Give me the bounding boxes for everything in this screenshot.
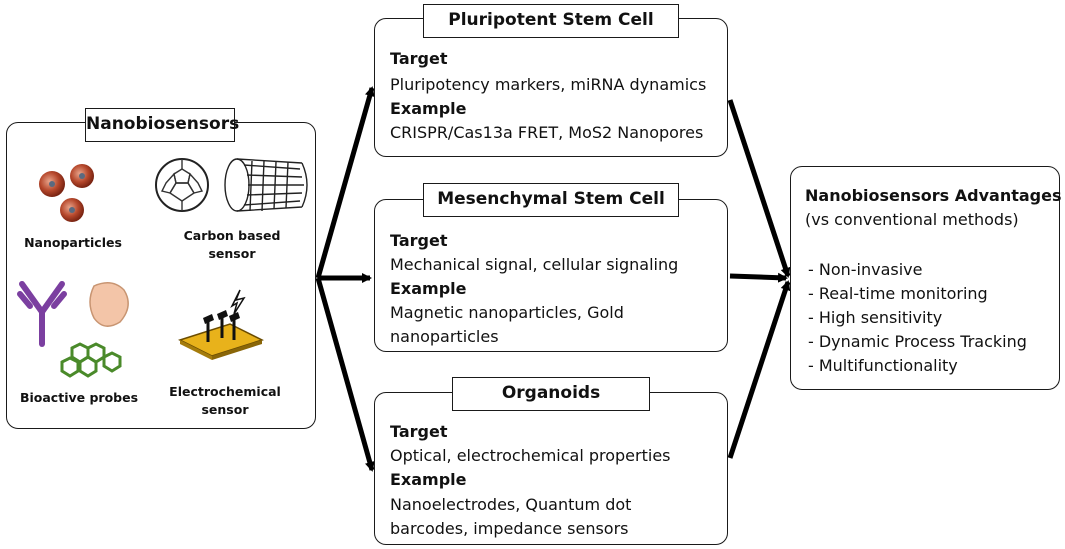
arrow-to-pluripotent	[315, 86, 375, 279]
mesenchymal-title: Mesenchymal Stem Cell	[423, 183, 679, 217]
advantage-item: - Non-invasive	[808, 260, 923, 279]
bioactive-probes-icon	[17, 281, 129, 378]
arrow-from-pluripotent	[727, 99, 791, 278]
organoids-example-line1: Nanoelectrodes, Quantum dot	[390, 495, 632, 514]
pluripotent-title: Pluripotent Stem Cell	[423, 4, 679, 38]
pluripotent-example-line1: CRISPR/Cas13a FRET, MoS2 Nanopores	[390, 123, 704, 142]
organoids-example-line2: barcodes, impedance sensors	[390, 519, 629, 538]
arrow-from-mesenchymal	[729, 272, 788, 283]
advantage-item: - Dynamic Process Tracking	[808, 332, 1027, 351]
electrochemical-sensor-icon	[178, 289, 264, 360]
electrochemical-sensor-label-line1: Electrochemical	[169, 384, 281, 399]
nanoparticles-label: Nanoparticles	[24, 235, 122, 250]
bioactive-probes-label: Bioactive probes	[19, 390, 139, 405]
advantages-box	[790, 166, 1060, 390]
mesenchymal-box	[374, 199, 728, 352]
carbon-sensor-label-line1: Carbon based	[183, 228, 281, 243]
advantages-title: Nanobiosensors Advantages	[805, 186, 1062, 205]
advantage-item: - High sensitivity	[808, 308, 943, 327]
advantage-item: - Multifunctionality	[808, 356, 958, 375]
carbon-sensor-label-line2: sensor	[208, 246, 256, 261]
mesenchymal-example-line2: nanoparticles	[390, 327, 499, 346]
pluripotent-example-label: Example	[390, 99, 467, 118]
mesenchymal-target: Mechanical signal, cellular signaling	[390, 255, 679, 274]
nanobiosensors-title: Nanobiosensors	[85, 108, 239, 142]
mesenchymal-example-line1: Magnetic nanoparticles, Gold	[390, 303, 624, 322]
nanoparticles-icon	[39, 164, 94, 222]
arrow-from-organoids	[727, 280, 791, 459]
mesenchymal-target-label: Target	[390, 231, 448, 250]
pluripotent-target: Pluripotency markers, miRNA dynamics	[390, 75, 707, 94]
electrochemical-sensor-label-line2: sensor	[201, 402, 249, 417]
organoids-target-label: Target	[390, 422, 448, 441]
advantage-item: - Real-time monitoring	[808, 284, 988, 303]
arrow-to-organoids	[315, 277, 375, 472]
organoids-box	[374, 392, 728, 545]
organoids-title: Organoids	[452, 377, 650, 411]
pluripotent-target-label: Target	[390, 49, 448, 68]
organoids-target: Optical, electrochemical properties	[390, 446, 671, 465]
carbon-sensor-icon	[155, 158, 308, 212]
organoids-example-label: Example	[390, 470, 467, 489]
advantages-subtitle: (vs conventional methods)	[805, 210, 1019, 229]
mesenchymal-example-label: Example	[390, 279, 467, 298]
